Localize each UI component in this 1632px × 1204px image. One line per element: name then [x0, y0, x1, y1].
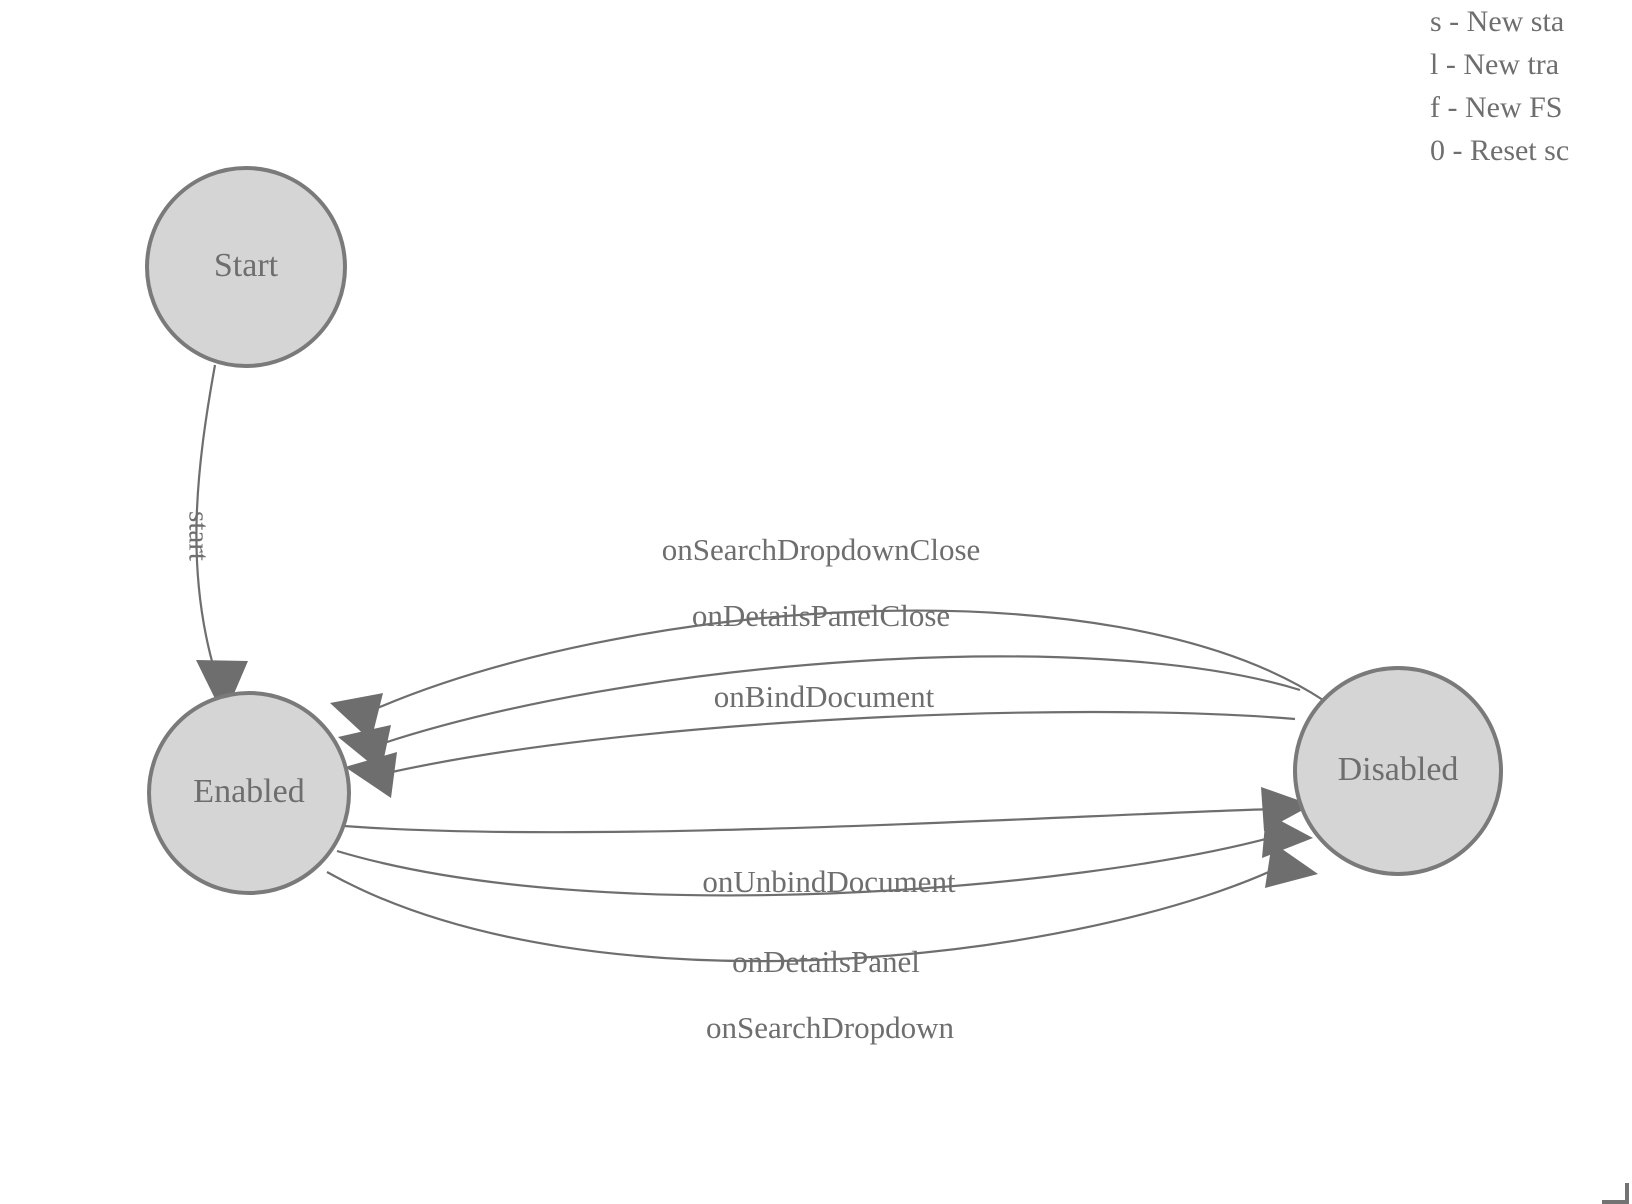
state-node-disabled-circle — [1293, 666, 1503, 876]
transition-start-label: start — [182, 511, 214, 561]
transition-onsearchdropdown-arrowhead — [1265, 842, 1318, 888]
transition-start[interactable] — [195, 364, 248, 717]
state-node-disabled[interactable]: Disabled — [1293, 666, 1503, 876]
transition-onunbinddocument[interactable] — [343, 787, 1312, 834]
scroll-corner[interactable] — [1602, 1172, 1632, 1204]
state-node-start-label: Start — [214, 247, 279, 284]
transition-ondetailspanelclose-path — [374, 655, 1301, 748]
scrollbar-vertical-mark[interactable] — [1625, 1183, 1629, 1204]
state-node-start-circle — [145, 166, 347, 368]
transition-onsearchdropdown-label: onSearchDropdown — [706, 1010, 954, 1045]
transition-onsearchdropdownclose-label: onSearchDropdownClose — [662, 532, 981, 567]
transition-onbinddocument-label: onBindDocument — [714, 679, 935, 714]
transition-onsearchdropdownclose-arrowhead — [330, 693, 383, 741]
transition-onunbinddocument-path — [343, 807, 1276, 834]
transition-onbinddocument-arrowhead — [345, 752, 397, 798]
state-node-start[interactable]: Start — [145, 166, 347, 368]
transition-ondetailspanelclose-label: onDetailsPanelClose — [692, 598, 950, 633]
transition-ondetailspanel-label: onDetailsPanel — [732, 944, 920, 979]
transition-start-path — [195, 364, 217, 673]
transition-start-arrowhead — [196, 660, 248, 717]
transition-onsearchdropdown-path — [326, 861, 1291, 963]
transition-onbinddocument[interactable] — [345, 710, 1296, 798]
nodes-layer: Start Enabled Disabled — [145, 166, 1503, 895]
transition-onsearchdropdown[interactable] — [326, 842, 1318, 963]
transition-ondetailspanel-path — [336, 834, 1278, 897]
state-node-disabled-label: Disabled — [1338, 751, 1459, 788]
transition-onsearchdropdownclose-path — [365, 609, 1324, 715]
scrollbar-horizontal-mark[interactable] — [1602, 1200, 1629, 1204]
transition-onbinddocument-path — [382, 710, 1296, 776]
transition-onunbinddocument-label: onUnbindDocument — [702, 864, 956, 899]
state-node-enabled-circle — [147, 691, 351, 895]
edges-layer — [195, 364, 1324, 963]
state-node-enabled-label: Enabled — [193, 773, 304, 810]
state-node-enabled[interactable]: Enabled — [147, 691, 351, 895]
edge-labels-layer: start onSearchDropdownClose onDetailsPan… — [182, 511, 980, 1045]
transition-onsearchdropdownclose[interactable] — [330, 609, 1324, 741]
